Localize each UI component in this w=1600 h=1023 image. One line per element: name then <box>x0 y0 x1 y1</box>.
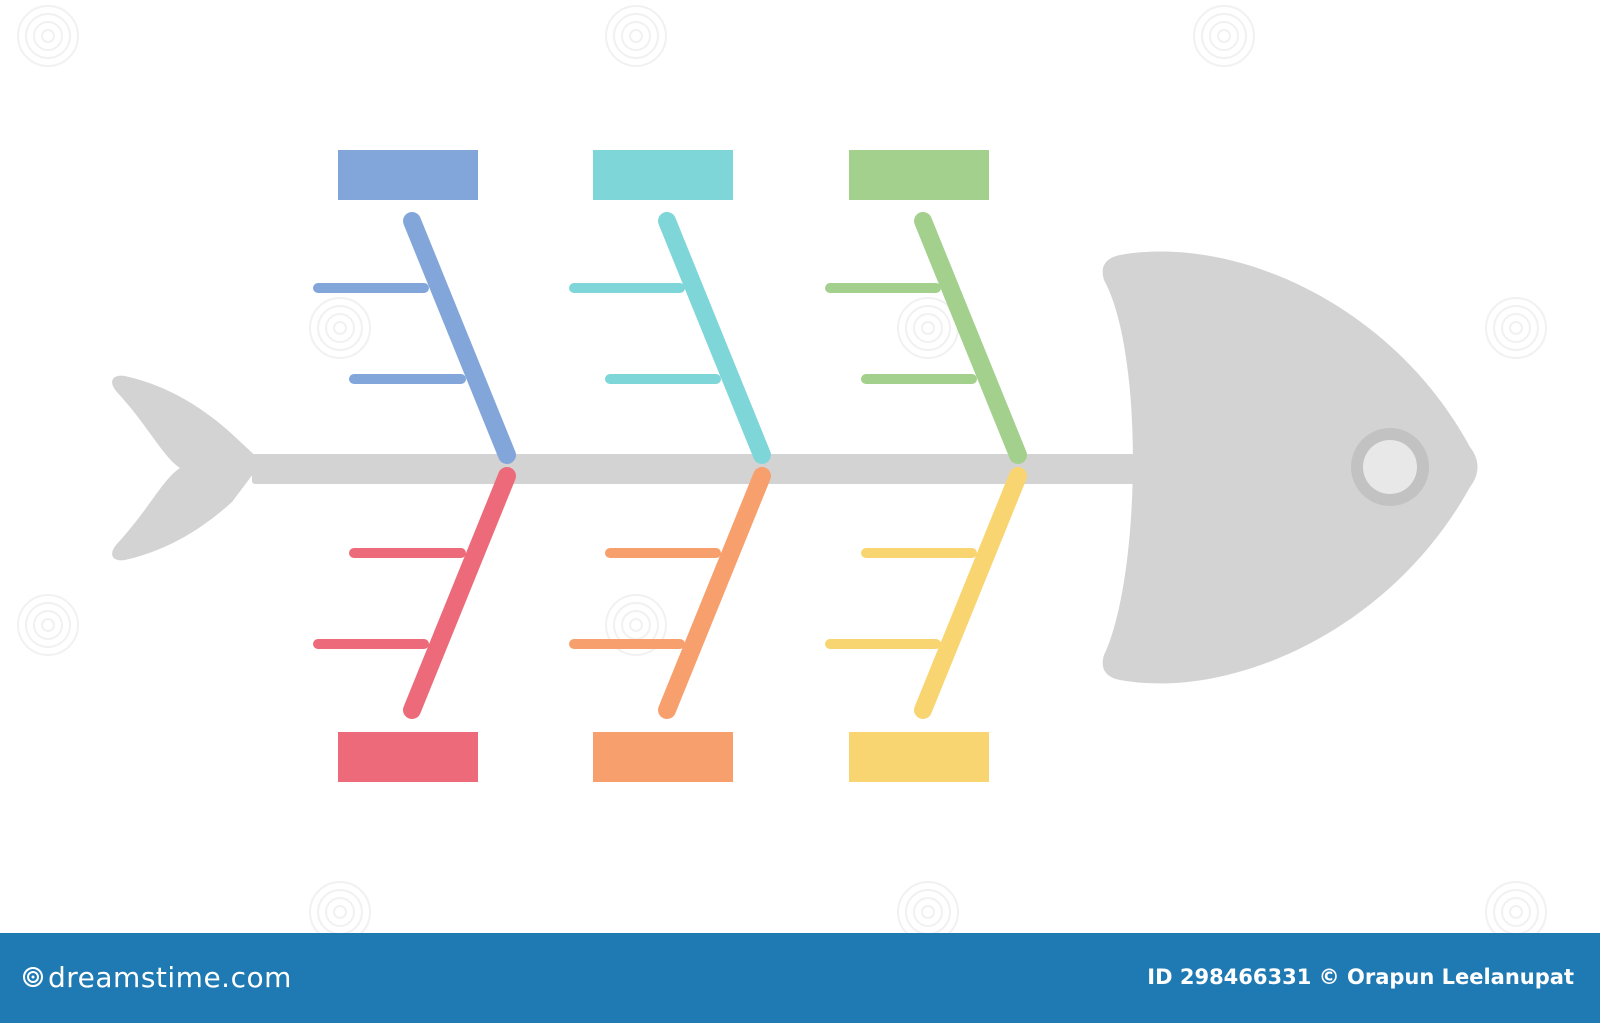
fish-tail <box>112 375 262 561</box>
spiral-icon <box>1485 297 1547 359</box>
rib-lower-3 <box>825 467 1027 719</box>
rib-upper-2-bone <box>658 212 771 464</box>
category-box-lower-1 <box>338 732 478 782</box>
rib-lower-2-bone <box>658 467 771 719</box>
spiral-icon <box>309 297 371 359</box>
rib-upper-3 <box>825 212 1027 464</box>
stock-footer-bar: dreamstime.com ID 298466331 © Orapun Lee… <box>0 933 1600 1023</box>
fish-head <box>1102 251 1478 684</box>
category-box-upper-2 <box>593 150 733 200</box>
id-label: ID <box>1147 965 1173 989</box>
rib-upper-3-bone <box>914 212 1027 464</box>
fish-eye <box>1363 440 1417 494</box>
image-credit: ID 298466331 © Orapun Leelanupat <box>1147 962 1574 992</box>
author-name: Orapun Leelanupat <box>1346 965 1574 989</box>
fishbone-diagram <box>17 5 1547 933</box>
category-box-lower-3 <box>849 732 989 782</box>
spiral-icon <box>605 5 667 67</box>
spiral-icon <box>23 967 43 987</box>
rib-lower-1 <box>313 467 516 719</box>
rib-lower-2 <box>569 467 771 719</box>
category-box-upper-3 <box>849 150 989 200</box>
brand-text: dreamstime.com <box>48 960 292 994</box>
category-box-lower-2 <box>593 732 733 782</box>
rib-lower-3-bone <box>914 467 1027 719</box>
copyright-symbol: © <box>1318 965 1340 989</box>
spiral-icon <box>17 594 79 656</box>
spiral-icon <box>1485 881 1547 933</box>
brand-logo: dreamstime.com <box>22 957 292 997</box>
spiral-icon <box>17 5 79 67</box>
spiral-icon <box>1193 5 1255 67</box>
rib-upper-1 <box>313 212 516 464</box>
fish-spine <box>252 454 1142 484</box>
id-number: 298466331 <box>1179 965 1312 989</box>
spiral-icon <box>897 881 959 933</box>
rib-upper-1-bone <box>403 212 516 464</box>
category-box-upper-1 <box>338 150 478 200</box>
rib-lower-1-bone <box>403 467 516 719</box>
rib-upper-2 <box>569 212 771 464</box>
spiral-icon <box>309 881 371 933</box>
